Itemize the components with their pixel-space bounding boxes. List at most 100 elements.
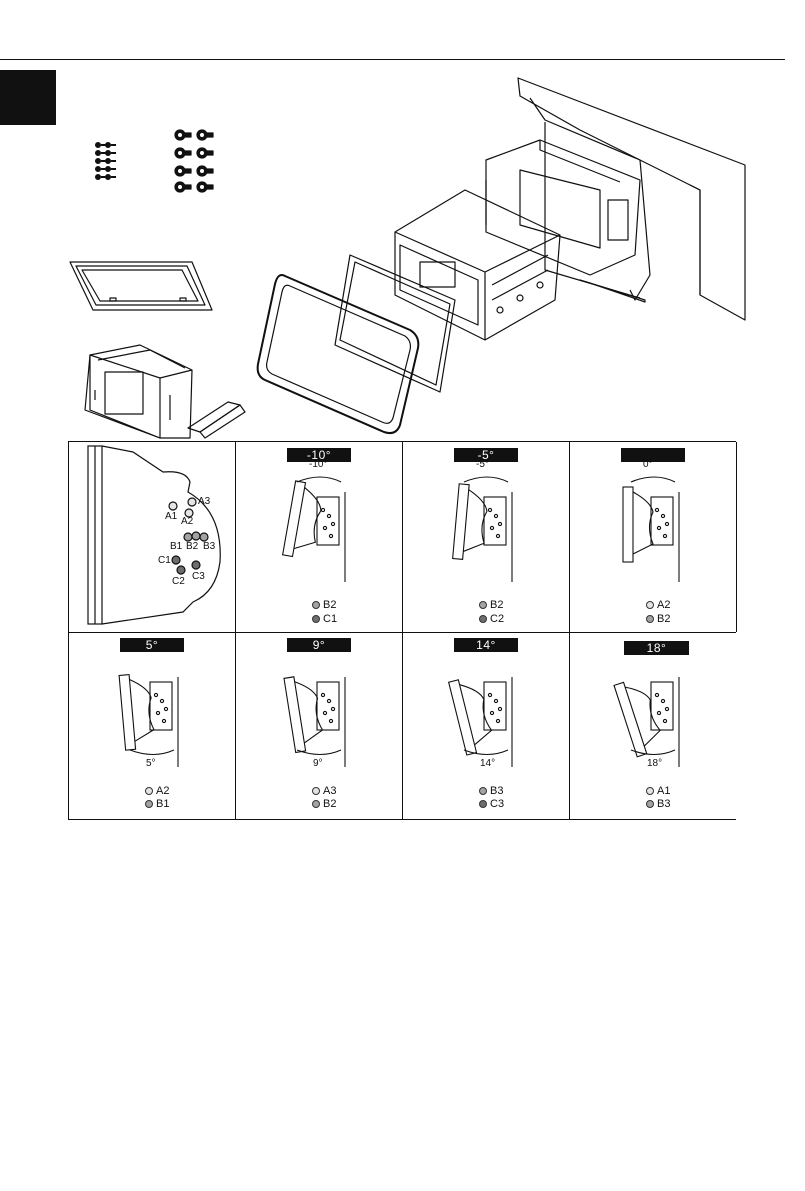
mount-position-label: B2 xyxy=(323,599,336,611)
hole-label-a3: A3 xyxy=(198,496,210,507)
mount-position: B2 xyxy=(646,613,670,625)
bracket-outline xyxy=(633,492,653,554)
mount-position: A1 xyxy=(646,785,670,797)
mount-hole xyxy=(327,514,330,517)
hole-dot-icon xyxy=(312,615,320,623)
mount-hole xyxy=(665,522,668,525)
mount-hole xyxy=(162,719,165,722)
mount-position-label: B2 xyxy=(323,798,336,810)
mount-position-label: A1 xyxy=(657,785,670,797)
mount-position: B1 xyxy=(145,798,169,810)
mount-position: B2 xyxy=(479,599,503,611)
mount-hole xyxy=(327,699,330,702)
hole-dot-icon xyxy=(145,787,153,795)
mount-hole xyxy=(663,534,666,537)
panel-edge xyxy=(614,682,647,756)
mount-position-label: C2 xyxy=(490,613,504,625)
mount-hole xyxy=(329,719,332,722)
head-unit-chassis-icon xyxy=(395,190,560,340)
mount-hole xyxy=(665,707,668,710)
angle-arc xyxy=(464,477,508,482)
mount-hole xyxy=(490,711,493,714)
hole-dot-icon xyxy=(646,800,654,808)
mount-hole xyxy=(321,508,324,511)
mount-position-label: B3 xyxy=(490,785,503,797)
mount-hole xyxy=(494,514,497,517)
panel-edge xyxy=(453,484,469,560)
hole-position-diagram: A1 A2 A3 B1 B2 B3 C1 C2 C3 xyxy=(68,442,235,630)
mount-position: C3 xyxy=(479,798,504,810)
mount-hole xyxy=(323,526,326,529)
mount-hole xyxy=(331,707,334,710)
panel-edge xyxy=(283,481,306,557)
display-panel-icon xyxy=(258,275,419,433)
mount-position-label: B2 xyxy=(657,613,670,625)
mount-position-label: A3 xyxy=(323,785,336,797)
mount-hole xyxy=(661,699,664,702)
mount-plate xyxy=(651,497,673,545)
hole-label-c3: C3 xyxy=(192,571,205,582)
mount-hole xyxy=(323,711,326,714)
mount-hole xyxy=(657,526,660,529)
hole-dot-icon xyxy=(646,601,654,609)
mount-position: C2 xyxy=(479,613,504,625)
mount-hole xyxy=(655,508,658,511)
mount-position: A2 xyxy=(145,785,169,797)
tilted-panel xyxy=(284,674,325,753)
angle-value-label: 14° xyxy=(480,758,495,769)
large-screws-icon xyxy=(175,130,213,192)
panel-edge xyxy=(119,675,135,751)
mount-plate xyxy=(150,682,172,730)
angle-value-label: -10° xyxy=(309,459,327,470)
mount-hole xyxy=(488,693,491,696)
mount-hole xyxy=(160,699,163,702)
mount-hole xyxy=(494,699,497,702)
hole-dot-icon xyxy=(312,787,320,795)
angle-cell: 9°9°A3B2 xyxy=(235,632,402,820)
mount-position-label: A2 xyxy=(657,599,670,611)
hole-label-c2: C2 xyxy=(172,576,185,587)
tilted-panel xyxy=(623,487,653,562)
mount-position: C1 xyxy=(312,613,337,625)
hole-label-b2: B2 xyxy=(186,541,198,552)
hole-dot-icon xyxy=(646,787,654,795)
mount-hole xyxy=(657,711,660,714)
mount-hole xyxy=(496,719,499,722)
small-screws-icon xyxy=(95,142,116,180)
angle-cell: -5°-5°B2C2 xyxy=(402,442,569,630)
hole-dot-icon xyxy=(479,601,487,609)
hole-label-a1: A1 xyxy=(165,511,177,522)
hole-dot-icon xyxy=(312,601,320,609)
bracket-outline xyxy=(460,680,494,745)
mount-position: B3 xyxy=(479,785,503,797)
mount-plate xyxy=(317,497,339,545)
trim-frame-icon xyxy=(70,262,212,310)
tilted-panel xyxy=(283,481,326,560)
hole-dot-icon xyxy=(646,615,654,623)
bracket-holes-drawing xyxy=(68,442,235,630)
mount-hole xyxy=(663,719,666,722)
mount-position-label: B3 xyxy=(657,798,670,810)
tilted-panel xyxy=(614,676,666,757)
mount-hole xyxy=(488,508,491,511)
hole-label-a2: A2 xyxy=(181,516,193,527)
hole-dot-icon xyxy=(479,615,487,623)
angle-arc xyxy=(631,477,675,482)
mount-position-label: C3 xyxy=(490,798,504,810)
mount-position-label: C1 xyxy=(323,613,337,625)
mount-position-label: A2 xyxy=(156,785,169,797)
mount-position-label: B2 xyxy=(490,599,503,611)
mount-hole xyxy=(496,534,499,537)
dashboard-icon xyxy=(518,78,745,320)
panel-edge xyxy=(284,677,306,753)
angle-cell: -10°-10°B2C1 xyxy=(235,442,402,630)
angle-value-label: 0° xyxy=(643,459,653,470)
mount-hole xyxy=(490,526,493,529)
angle-value-label: -5° xyxy=(476,459,489,470)
mount-hole xyxy=(655,693,658,696)
side-bracket-icon xyxy=(188,402,245,438)
angle-arc xyxy=(631,750,675,755)
hole-label-b1: B1 xyxy=(170,541,182,552)
